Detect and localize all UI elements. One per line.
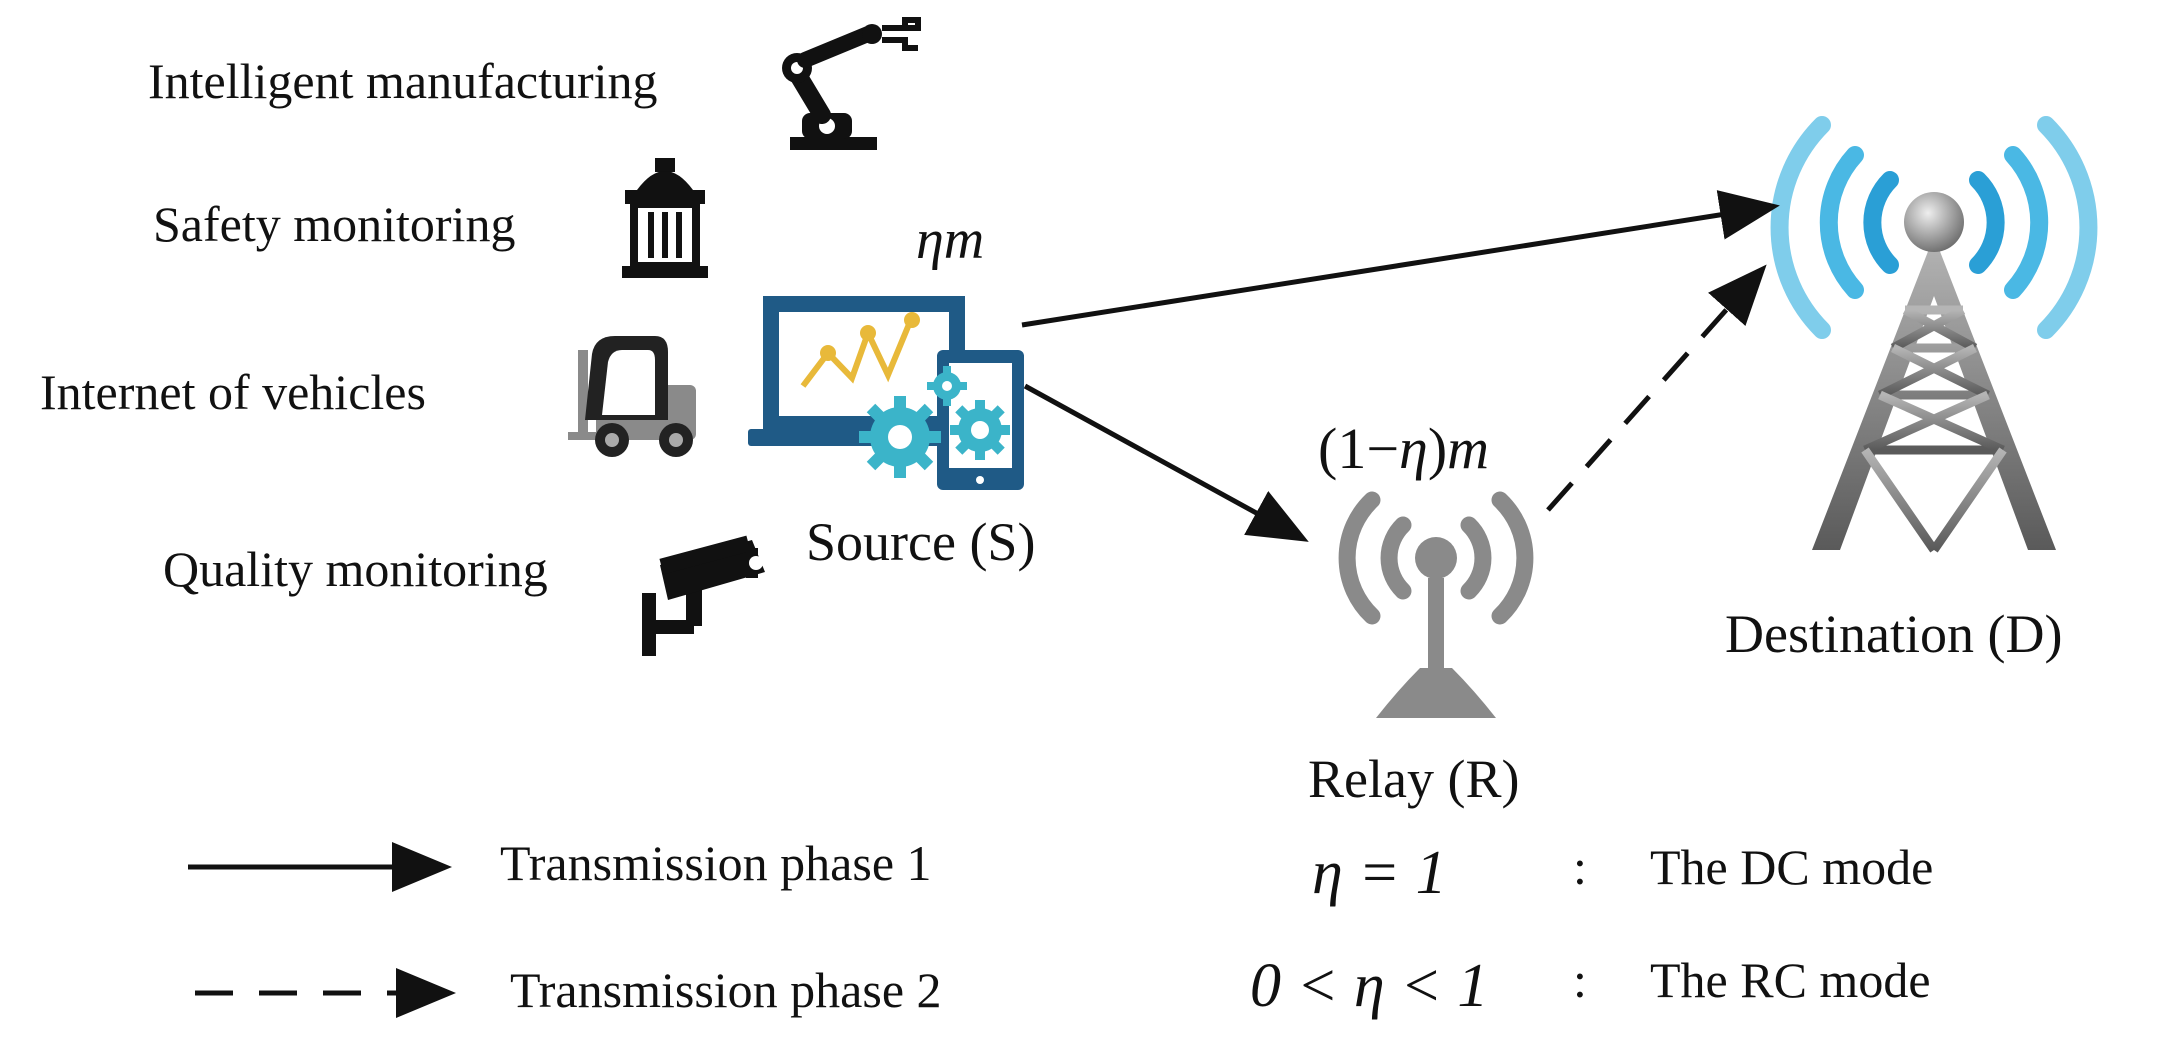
application-label: Internet of vehicles: [40, 364, 426, 420]
link-source-relay: [1023, 383, 1309, 542]
dc-mode-label: The DC mode: [1650, 839, 1933, 895]
dc-condition: η = 1: [1312, 839, 1447, 907]
security-camera-icon: [642, 535, 765, 656]
rc-mode-label: The RC mode: [1650, 952, 1931, 1008]
legend-phase1-label: Transmission phase 1: [500, 835, 932, 891]
application-label: Intelligent manufacturing: [148, 53, 658, 109]
source-label: Source (S): [806, 512, 1035, 572]
link-relay-destination: [1546, 264, 1767, 512]
relay-antenna-icon: [1338, 491, 1534, 718]
link-source-destination: [1021, 190, 1780, 328]
cell-tower-icon: [1770, 116, 2098, 553]
laptop-tablet-gears-icon: [748, 296, 1024, 490]
source-share-label: ηm: [916, 209, 984, 271]
destination-label: Destination (D): [1725, 604, 2062, 664]
fire-hydrant-icon: [622, 158, 708, 278]
application-label: Safety monitoring: [153, 196, 515, 252]
rc-separator: :: [1573, 952, 1587, 1008]
relay-share-label: (1−η)m: [1318, 416, 1489, 481]
relay-label: Relay (R): [1308, 749, 1519, 809]
dc-separator: :: [1573, 839, 1587, 895]
legend-phase2-label: Transmission phase 2: [510, 962, 942, 1018]
robot-arm-icon: [782, 17, 921, 150]
application-label: Quality monitoring: [163, 541, 548, 597]
forklift-icon: [568, 336, 696, 457]
rc-condition: 0 < η < 1: [1250, 952, 1488, 1020]
